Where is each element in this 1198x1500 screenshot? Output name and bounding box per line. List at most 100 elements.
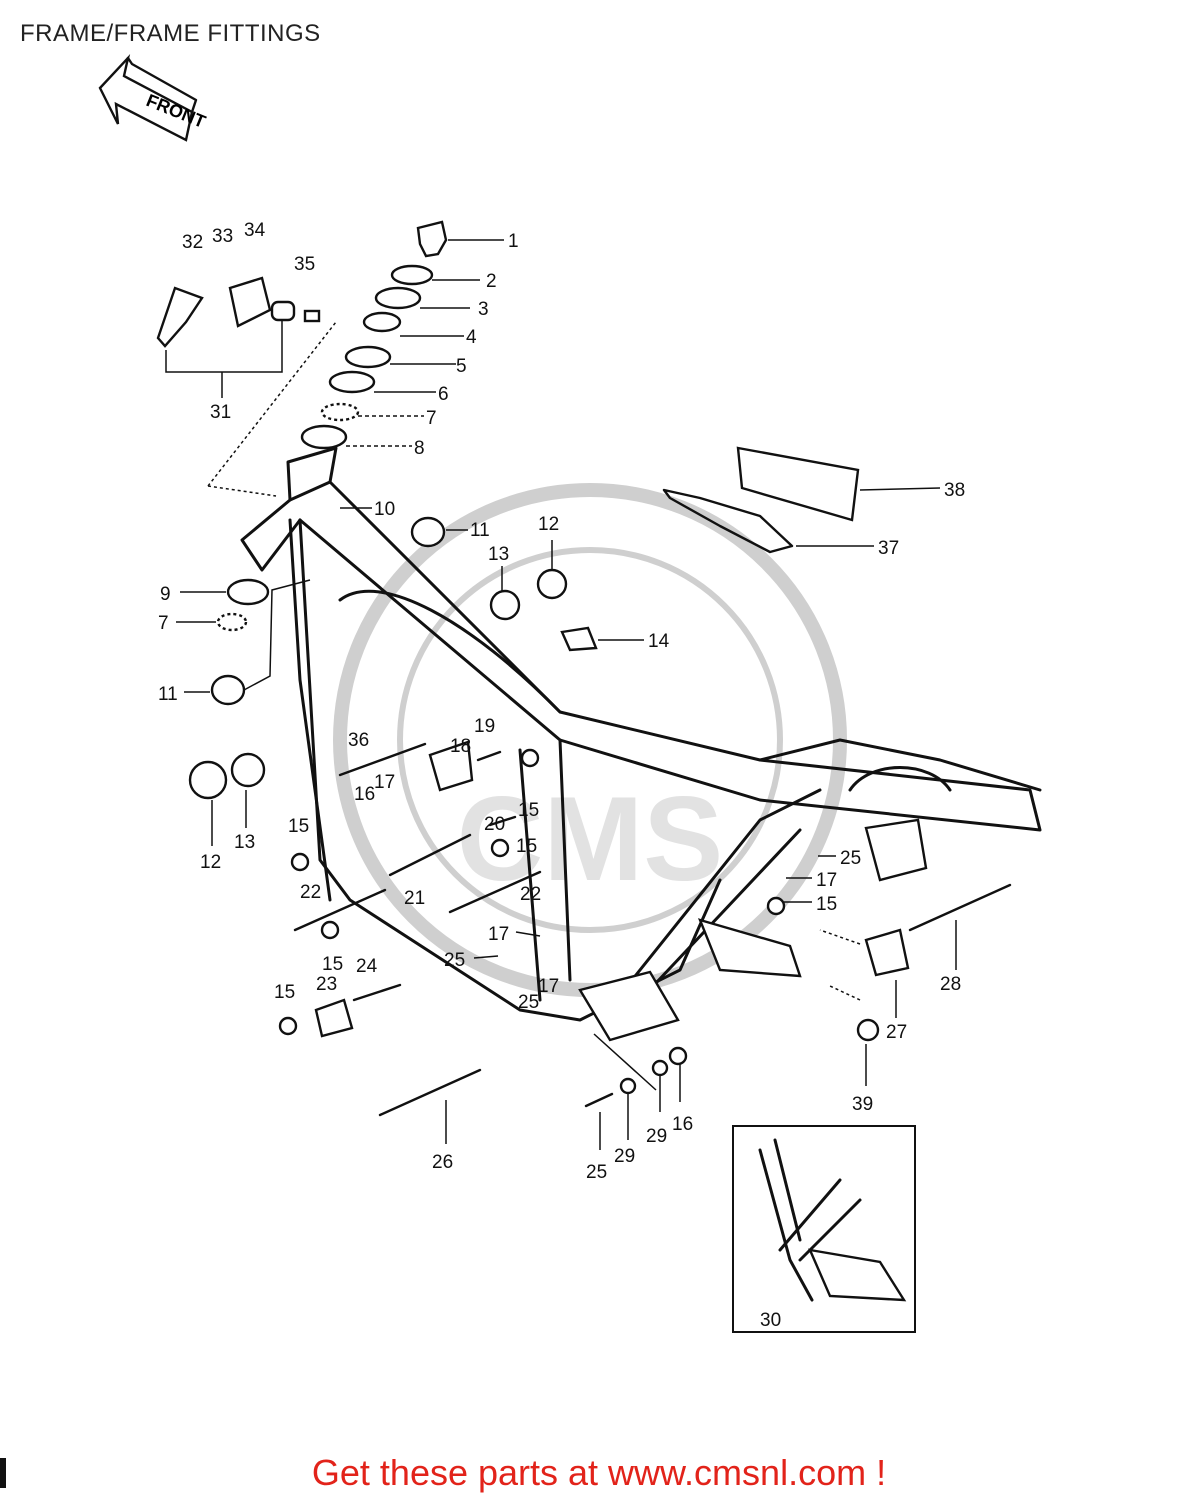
callout-c12a: 12	[538, 514, 559, 535]
callout-c13a: 13	[488, 544, 509, 565]
callout-c8: 8	[414, 438, 425, 459]
callout-c25a: 25	[444, 950, 465, 971]
callout-c34: 34	[244, 220, 266, 241]
washer-5	[344, 345, 392, 369]
callout-c27: 27	[886, 1022, 907, 1043]
callout-c17a: 17	[374, 772, 395, 793]
nut-15e	[490, 838, 510, 858]
callout-c28: 28	[940, 974, 961, 995]
bolt-26	[378, 1068, 482, 1117]
callout-c3: 3	[478, 299, 489, 320]
bolt-21b	[448, 870, 542, 914]
callout-c20: 20	[484, 814, 505, 835]
callout-c33: 33	[212, 226, 233, 247]
bracket-37	[662, 488, 794, 554]
bolt-28	[908, 883, 1012, 932]
bolt-22	[293, 888, 387, 932]
bolt-20	[488, 815, 517, 827]
pad-38	[736, 446, 860, 522]
grommet-11b	[210, 674, 246, 706]
callout-c6: 6	[438, 384, 449, 405]
steering-stem-parts	[300, 220, 448, 450]
reflector-12b	[188, 760, 228, 800]
callout-c11a: 11	[470, 520, 490, 541]
nut-39	[856, 1018, 880, 1042]
callout-c23: 23	[316, 974, 337, 995]
callout-c38: 38	[944, 480, 965, 501]
cushion-14	[560, 626, 598, 652]
engine-mount-hardware	[278, 740, 1012, 1117]
bolt-24	[352, 983, 402, 1002]
callout-c4: 4	[466, 327, 477, 348]
ball-ring-7	[320, 402, 360, 422]
callout-c32: 32	[182, 232, 203, 253]
reflector-12a	[536, 568, 568, 600]
callout-c21: 21	[404, 888, 425, 909]
bolt-36	[338, 742, 427, 777]
callout-c11b: 11	[158, 684, 178, 705]
callout-c12b: 12	[200, 852, 221, 873]
callout-c30: 30	[760, 1310, 781, 1331]
callout-c35: 35	[294, 254, 315, 275]
washer-13b	[230, 752, 266, 788]
ball-ring-7b	[216, 612, 248, 632]
callout-c17d: 17	[816, 870, 837, 891]
callout-c16a: 16	[354, 784, 375, 805]
callout-c17b: 17	[488, 924, 509, 945]
callout-c31: 31	[210, 402, 231, 423]
callout-c29a: 29	[614, 1146, 635, 1167]
callout-c16b: 16	[672, 1114, 693, 1135]
front-arrow-icon: FRONT	[98, 53, 208, 142]
callout-c24: 24	[356, 956, 378, 977]
lock-cover	[228, 276, 272, 328]
callout-c15f: 15	[816, 894, 837, 915]
callout-c19: 19	[474, 716, 495, 737]
callout-c15c: 15	[516, 836, 537, 857]
nut-15a	[290, 852, 310, 872]
callout-c22b: 22	[520, 884, 541, 905]
callout-c13b: 13	[234, 832, 255, 853]
dust-seal-9	[226, 578, 270, 606]
lock-body	[270, 300, 296, 322]
washer-29b	[651, 1059, 669, 1077]
plate-23	[314, 998, 354, 1038]
stem-nut	[362, 311, 402, 333]
callout-c36: 36	[348, 730, 369, 751]
washer-3	[374, 286, 422, 310]
callout-c14: 14	[648, 631, 670, 652]
cmsnl-footer-link[interactable]: Get these parts at www.cmsnl.com !	[311, 1452, 887, 1493]
steering-lock-parts	[156, 276, 321, 398]
inset-detail-30	[732, 1125, 916, 1333]
callout-c15e: 15	[274, 982, 295, 1003]
washer-29a	[619, 1077, 637, 1095]
nut-15f	[766, 896, 786, 916]
callout-c25c: 25	[840, 848, 861, 869]
callout-c15a: 15	[518, 800, 539, 821]
stem-cap-bolt	[416, 220, 448, 258]
lock-key	[156, 286, 204, 348]
callout-c39: 39	[852, 1094, 873, 1115]
callout-c25d: 25	[586, 1162, 607, 1183]
callout-c7b: 7	[158, 613, 169, 634]
page-title: FRAME/FRAME FITTINGS	[20, 20, 321, 47]
callout-c17c: 17	[538, 976, 559, 997]
motorcycle-frame	[240, 446, 1042, 1042]
plate-18	[428, 740, 474, 792]
callout-c26: 26	[432, 1152, 453, 1173]
callout-c15d: 15	[322, 954, 343, 975]
nut-16b	[668, 1046, 688, 1066]
bolt-25d	[584, 1092, 614, 1108]
steering-head	[286, 446, 338, 502]
bolt-19	[476, 750, 502, 762]
washer-13a	[489, 589, 521, 621]
callout-c18: 18	[450, 736, 471, 757]
leader-lines	[176, 239, 957, 1150]
callout-c29b: 29	[646, 1126, 667, 1147]
washer-2	[390, 264, 434, 286]
misc-frame-fittings	[188, 446, 860, 800]
callout-c10: 10	[374, 499, 395, 520]
callout-c7a: 7	[426, 408, 437, 429]
race-8	[300, 424, 348, 450]
